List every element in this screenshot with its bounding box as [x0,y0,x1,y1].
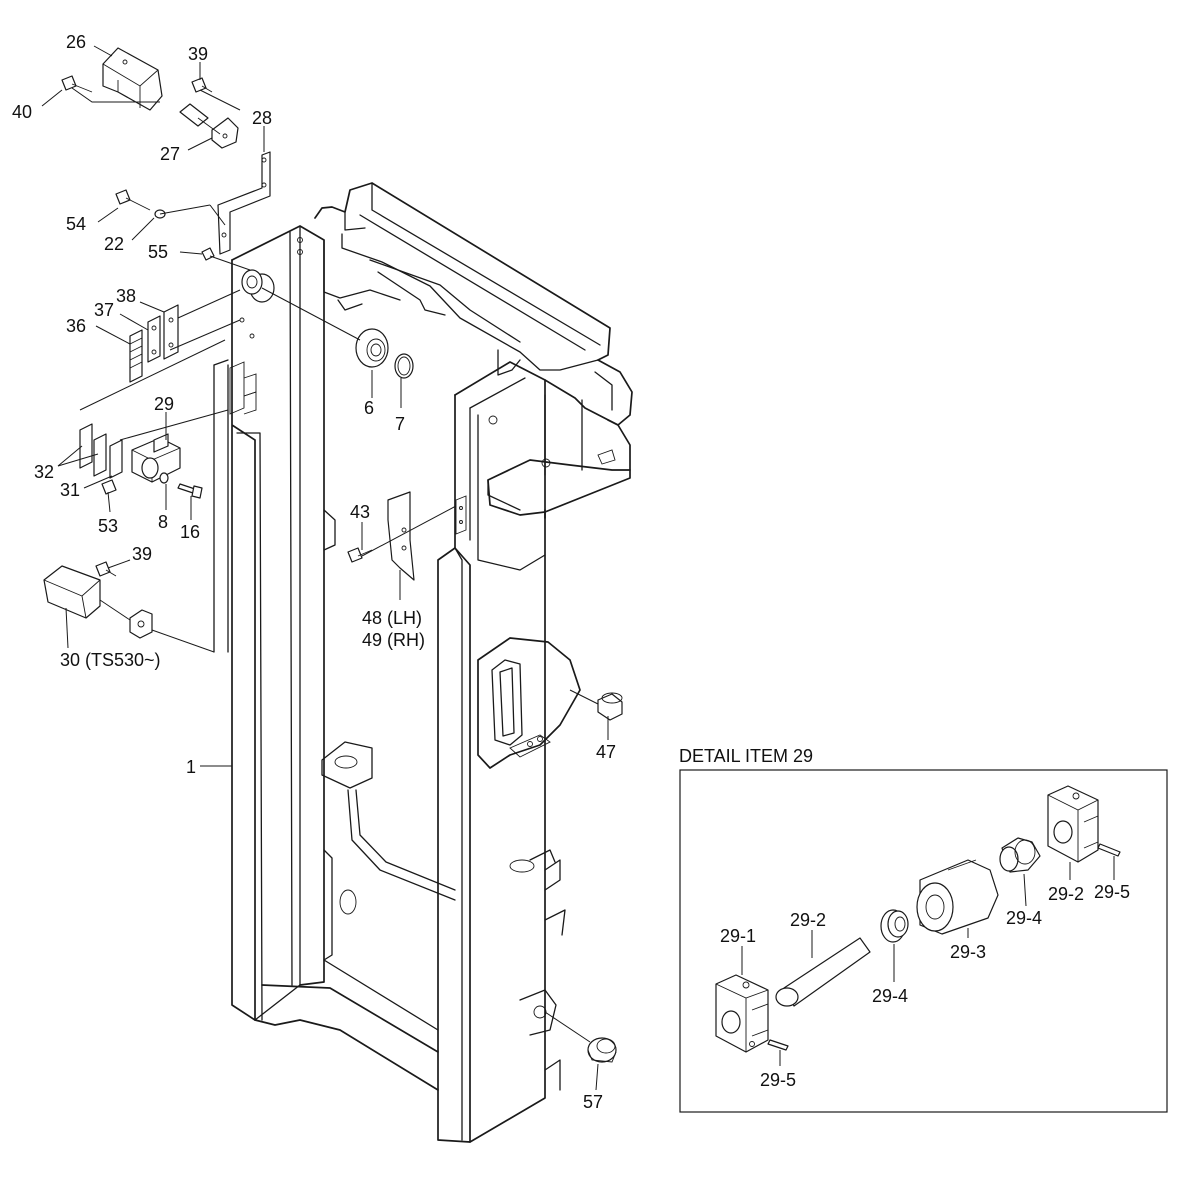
label-30: 30 (TS530~) [60,650,161,670]
mast-right-rail [437,361,546,1143]
detail-roller-29-3 [916,859,999,935]
shim-36 [129,329,143,383]
label-36: 36 [66,316,86,336]
detail-washer-29-4-right [999,837,1041,873]
detail-label-29-5-right: 29-5 [1094,882,1130,902]
plate-38 [163,304,179,360]
pulley-boss [241,269,275,303]
plate-31 [109,439,123,479]
bolt-39-top [191,77,213,93]
plate-37 [147,315,161,363]
detail-label-29-2-block: 29-2 [1048,884,1084,904]
detail-washer-29-4-left [880,909,909,943]
snap-ring-7 [394,353,414,379]
plate-on-right-rail [455,495,467,535]
label-39-bottom: 39 [132,544,152,564]
cover-30 [43,565,153,639]
label-43: 43 [350,502,370,522]
mast-top-crossmember [314,182,611,371]
nut-55 [201,247,215,261]
bolt-43 [347,547,373,563]
label-57: 57 [583,1092,603,1112]
detail-label-29-5-left: 29-5 [760,1070,796,1090]
label-29: 29 [154,394,174,414]
bushing-57 [587,1037,617,1063]
detail-frame [679,769,1168,1113]
label-6: 6 [364,398,374,418]
detail-screw-29-5-b [1097,843,1121,857]
label-leaders [41,45,609,1091]
label-39-top: 39 [188,44,208,64]
label-22: 22 [104,234,124,254]
label-28: 28 [252,108,272,128]
part-number-labels: 26 39 40 28 27 54 22 55 38 37 36 6 7 29 … [12,32,616,1112]
explosion-lines [71,87,599,1043]
detail-label-29-3: 29-3 [950,942,986,962]
detail-block-29-1 [715,974,769,1053]
plate-28 [217,151,271,255]
pad-47 [597,692,623,721]
label-48-lh: 48 (LH) [362,608,422,628]
label-32: 32 [34,462,54,482]
mast-tilt-bracket [487,349,633,516]
label-7: 7 [395,414,405,434]
detail-block-29-2 [1047,785,1099,863]
detail-label-29-1: 29-1 [720,926,756,946]
label-37: 37 [94,300,114,320]
mast-middle-bracket [477,637,581,769]
switch-bracket-on-rail [229,237,303,415]
washer-8 [159,472,169,484]
detail-label-29-4-right: 29-4 [1006,908,1042,928]
label-40: 40 [12,102,32,122]
label-38: 38 [116,286,136,306]
label-27: 27 [160,144,180,164]
bearing-6 [355,328,389,368]
bolt-53 [101,479,117,495]
bolt-16 [177,483,203,499]
detail-label-29-2-pin: 29-2 [790,910,826,930]
label-49-rh: 49 (RH) [362,630,425,650]
label-16: 16 [180,522,200,542]
bolt-40 [61,75,93,93]
detail-title: DETAIL ITEM 29 [679,746,813,766]
mast-lower-frame [254,509,566,1091]
label-54: 54 [66,214,86,234]
detail-label-29-4-left: 29-4 [872,986,908,1006]
plate-48-49 [387,491,415,581]
detail-screw-29-5-a [767,1039,789,1051]
label-47: 47 [596,742,616,762]
bolt-39-bottom [95,561,117,577]
label-26: 26 [66,32,86,52]
detail-panel: DETAIL ITEM 29 [679,746,1168,1113]
label-53: 53 [98,516,118,536]
bracket-27 [179,103,239,149]
label-31: 31 [60,480,80,500]
label-55: 55 [148,242,168,262]
label-8: 8 [158,512,168,532]
mast-left-rail [213,225,325,1021]
cover-26 [102,47,163,111]
bolt-54 [115,189,151,211]
label-1: 1 [186,757,196,777]
roller-assembly-29 [131,433,181,483]
spacer-32 [79,423,107,477]
detail-pin-29-2 [775,937,871,1007]
